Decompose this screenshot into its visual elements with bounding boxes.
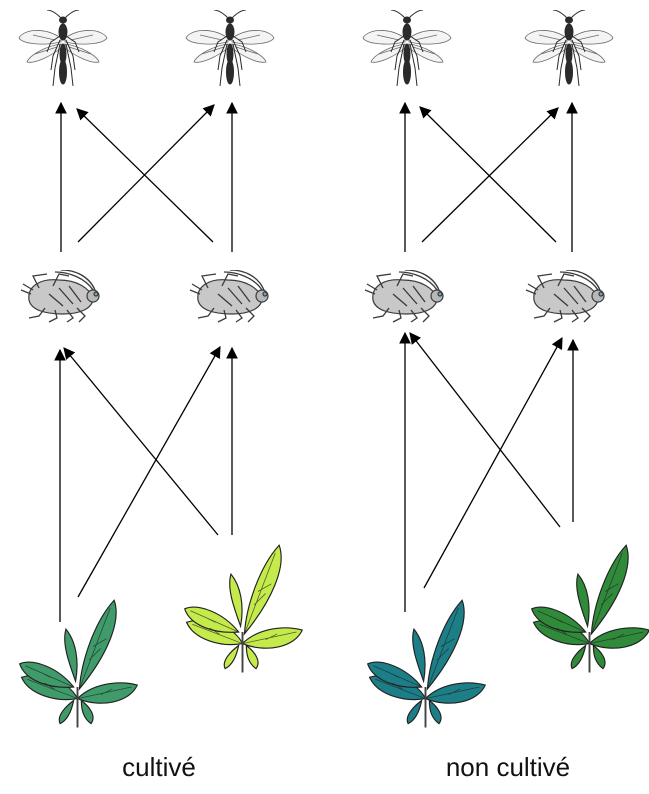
aphid-icon <box>525 270 605 323</box>
plant-icon <box>18 599 139 729</box>
aphid-icon <box>20 270 100 323</box>
plant-icon <box>183 544 304 674</box>
wasp-icon <box>18 10 108 87</box>
label-non-cultivated: non cultivé <box>445 752 571 782</box>
arrow <box>419 106 557 243</box>
wasp-icon <box>185 10 275 87</box>
wasp-icon <box>362 10 452 87</box>
arrow <box>409 332 561 528</box>
plant-icon <box>366 599 487 729</box>
aphid-icon <box>364 270 444 323</box>
aphid-icon <box>189 270 269 323</box>
arrow <box>77 104 215 243</box>
arrow <box>76 108 214 243</box>
arrow <box>63 347 219 536</box>
arrow <box>421 107 559 243</box>
arrow <box>77 345 221 598</box>
plant-icon <box>530 544 649 674</box>
arrow <box>423 336 563 589</box>
wasp-icon <box>524 10 614 87</box>
label-cultivated: cultivé <box>122 752 196 782</box>
